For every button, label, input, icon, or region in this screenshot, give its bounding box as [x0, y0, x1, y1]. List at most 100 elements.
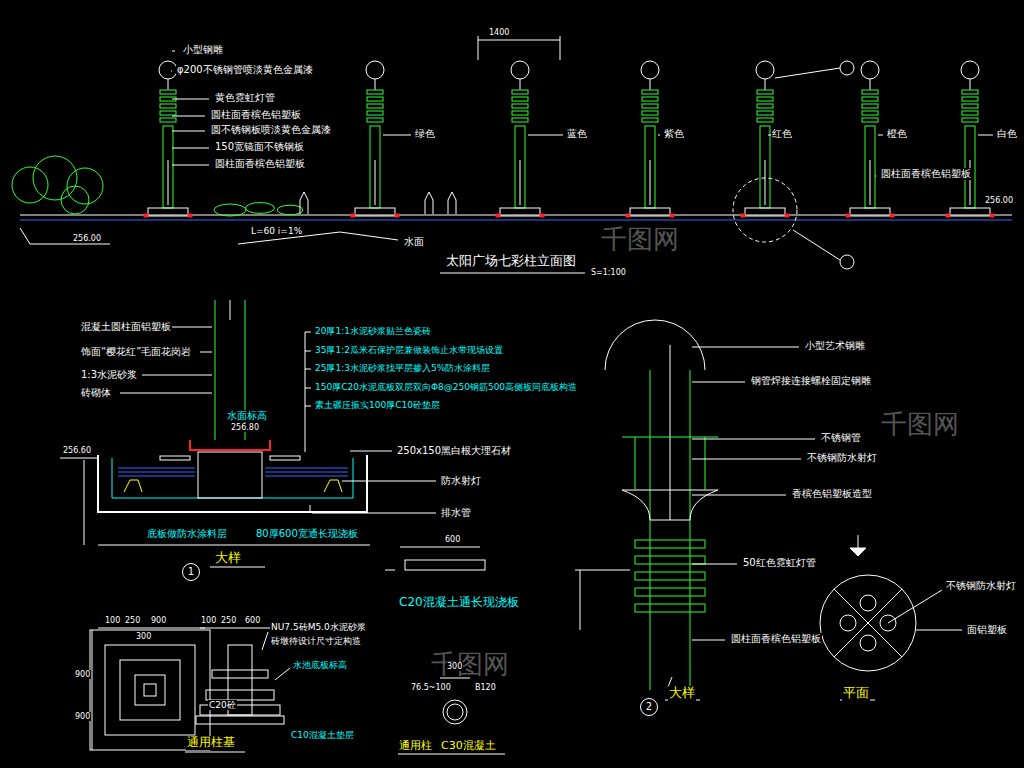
leader-line — [658, 135, 660, 136]
annotation: 20厚1:1水泥砂浆贴兰色瓷砖 — [314, 326, 432, 336]
annotation: B120 — [474, 683, 497, 692]
red-marker — [990, 214, 994, 217]
drain-pipe — [310, 505, 311, 513]
annotation: 圆柱面香槟色铝塑板 — [730, 633, 822, 645]
annotation: φ200不锈钢管喷淡黄色金属漆 — [176, 64, 314, 76]
footing-plan — [105, 645, 195, 735]
column-band — [160, 104, 176, 108]
dimension-line — [478, 40, 560, 41]
column-band — [757, 118, 773, 122]
annotation: 256.00 — [72, 234, 102, 243]
annotation: 150宽镜面不锈钢板 — [214, 141, 305, 153]
human-figure — [448, 192, 456, 214]
plan-line — [834, 589, 902, 657]
column-band — [962, 118, 978, 122]
footing-plan — [144, 684, 156, 696]
neon-band — [635, 588, 705, 596]
column-band — [757, 104, 773, 108]
annotation: 白色 — [996, 128, 1018, 140]
water-line — [118, 468, 195, 469]
column-detail — [168, 160, 169, 205]
column-shaft — [965, 126, 975, 208]
leader-line — [305, 388, 311, 389]
leader-line — [172, 116, 205, 117]
callout-number: 1 — [188, 567, 194, 577]
annotation: 饰面“樱花红”毛面花岗岩 — [80, 346, 192, 358]
dimension-line — [98, 545, 370, 546]
column-base — [148, 208, 188, 216]
column-band — [757, 111, 773, 115]
column-band — [757, 97, 773, 101]
ground-line — [20, 215, 1012, 216]
annotation: 100 — [200, 616, 217, 625]
leader-line — [305, 351, 311, 352]
leader-line — [383, 135, 411, 136]
annotation: 250 — [124, 616, 141, 625]
column-band — [160, 90, 176, 94]
spotlight-plan — [860, 595, 876, 611]
column-band — [642, 97, 658, 101]
annotation: 600 — [244, 616, 261, 625]
column-detail — [520, 160, 521, 205]
dimension-line — [575, 570, 630, 571]
detail-bubble — [840, 255, 854, 269]
watermark: 千图网 — [430, 650, 510, 680]
annotation: 圆柱面香槟色铝塑板 — [210, 109, 302, 121]
water-line — [265, 468, 348, 469]
annotation: 小型艺术钢雕 — [804, 340, 866, 352]
annotation: 圆柱面香槟色铝塑板 — [880, 168, 972, 180]
water-line — [118, 472, 195, 473]
annotation: 100 — [104, 616, 121, 625]
annotation: 防水射灯 — [440, 475, 482, 487]
annotation: 砖砌体 — [80, 387, 112, 399]
annotation: 紫色 — [663, 128, 685, 140]
sculpture-outline — [605, 320, 705, 370]
neon-band — [635, 556, 705, 564]
annotation: 素土碾压振实100厚C10砼垫层 — [314, 400, 441, 410]
dimension-line — [92, 630, 93, 750]
steel-sculpture — [861, 61, 879, 79]
column-plan — [820, 575, 916, 671]
annotation: L=60 i=1% — [250, 226, 303, 236]
annotation: S=1:100 — [590, 268, 627, 277]
annotation: 50红色霓虹灯管 — [742, 557, 817, 569]
column-stem — [970, 79, 971, 90]
title-underline — [185, 752, 245, 753]
annotation: 砖墩待设计尺寸定构造 — [270, 636, 362, 646]
title-underline — [210, 567, 265, 568]
neon-band — [635, 604, 705, 612]
annotation: 大样 — [214, 551, 242, 566]
callout-number: 2 — [646, 702, 652, 712]
water-line — [118, 476, 195, 477]
human-figure — [425, 192, 433, 214]
leader-line — [528, 135, 563, 136]
column-detail — [375, 160, 376, 205]
column-band — [367, 90, 383, 94]
column-band — [962, 97, 978, 101]
footing-step — [212, 670, 268, 678]
annotation: 圆不锈钢板喷淡黄色金属漆 — [210, 124, 332, 136]
annotation: 大样 — [668, 686, 696, 701]
leader-line — [172, 131, 205, 132]
pedestal-slab — [270, 456, 300, 460]
title-underline — [440, 273, 585, 274]
neon-band — [635, 540, 705, 548]
callout-circle: 1 — [182, 563, 200, 581]
shrub-symbol — [277, 205, 303, 215]
column-band — [367, 104, 383, 108]
red-marker — [395, 214, 399, 217]
column-band — [512, 90, 528, 94]
annotation: 900 — [74, 670, 91, 679]
column-line — [650, 370, 651, 690]
column-line — [215, 300, 216, 440]
dimension-line — [580, 570, 581, 630]
leader-line — [262, 632, 268, 650]
annotation: 1400 — [488, 28, 510, 37]
annotation: C20砼 — [208, 700, 237, 710]
elevation-mark — [30, 244, 110, 245]
column-band — [367, 97, 383, 101]
water-line — [265, 472, 348, 473]
annotation: 蓝色 — [566, 128, 588, 140]
steel-sculpture — [366, 61, 384, 79]
